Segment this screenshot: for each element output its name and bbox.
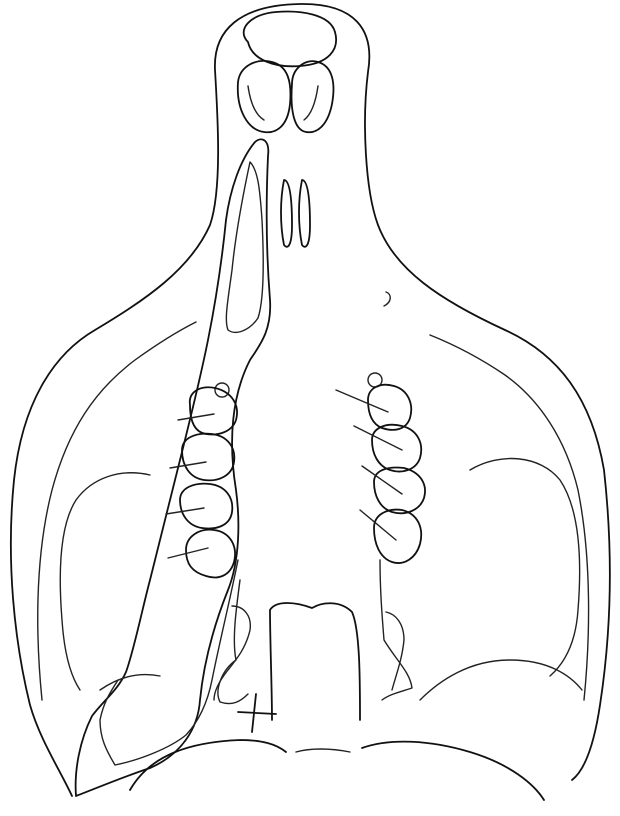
left-tooth-line-3 (166, 508, 204, 514)
basicranium-curve (296, 749, 350, 752)
palate-mark (384, 292, 390, 306)
left-tooth-line-2 (170, 462, 206, 468)
right-zygomatic-arch (430, 335, 589, 700)
right-squamosal-lobe (470, 459, 580, 676)
right-molar-3 (374, 468, 425, 514)
right-tooth-line-4 (360, 510, 396, 540)
palate-left-edge (218, 580, 248, 704)
left-pterygoid (214, 606, 250, 700)
right-incisive-foramen (299, 180, 310, 247)
right-incisor-inner (304, 86, 318, 120)
left-auditory-bulla (130, 740, 286, 790)
left-squamosal-lobe (60, 473, 150, 690)
left-mandible-ramus (100, 560, 238, 765)
palate-right-edge (380, 560, 412, 700)
right-auditory-bulla (362, 742, 544, 800)
choanae-outline (270, 603, 360, 720)
left-zygomatic-arch (38, 322, 196, 700)
left-incisor (238, 61, 291, 132)
nasal-front (244, 12, 336, 67)
left-incisor-inner (248, 86, 264, 120)
right-incisor (292, 61, 334, 132)
right-lateral-lobe (420, 660, 582, 700)
left-molar-2 (182, 434, 234, 481)
cross-mark-horizontal (238, 712, 276, 714)
right-tooth-line-1 (336, 390, 388, 412)
right-molar-2 (372, 425, 421, 472)
left-tooth-line-1 (178, 414, 214, 420)
left-molar-4 (186, 530, 235, 578)
right-pterygoid (386, 612, 404, 690)
left-tooth-line-4 (168, 548, 208, 558)
left-glenoid-curve (100, 675, 160, 690)
right-molar-1 (368, 385, 411, 430)
skull-outer-outline (11, 4, 610, 796)
left-molar-3 (180, 484, 232, 529)
left-incisive-foramen (281, 180, 292, 247)
right-molar-4 (374, 510, 421, 563)
